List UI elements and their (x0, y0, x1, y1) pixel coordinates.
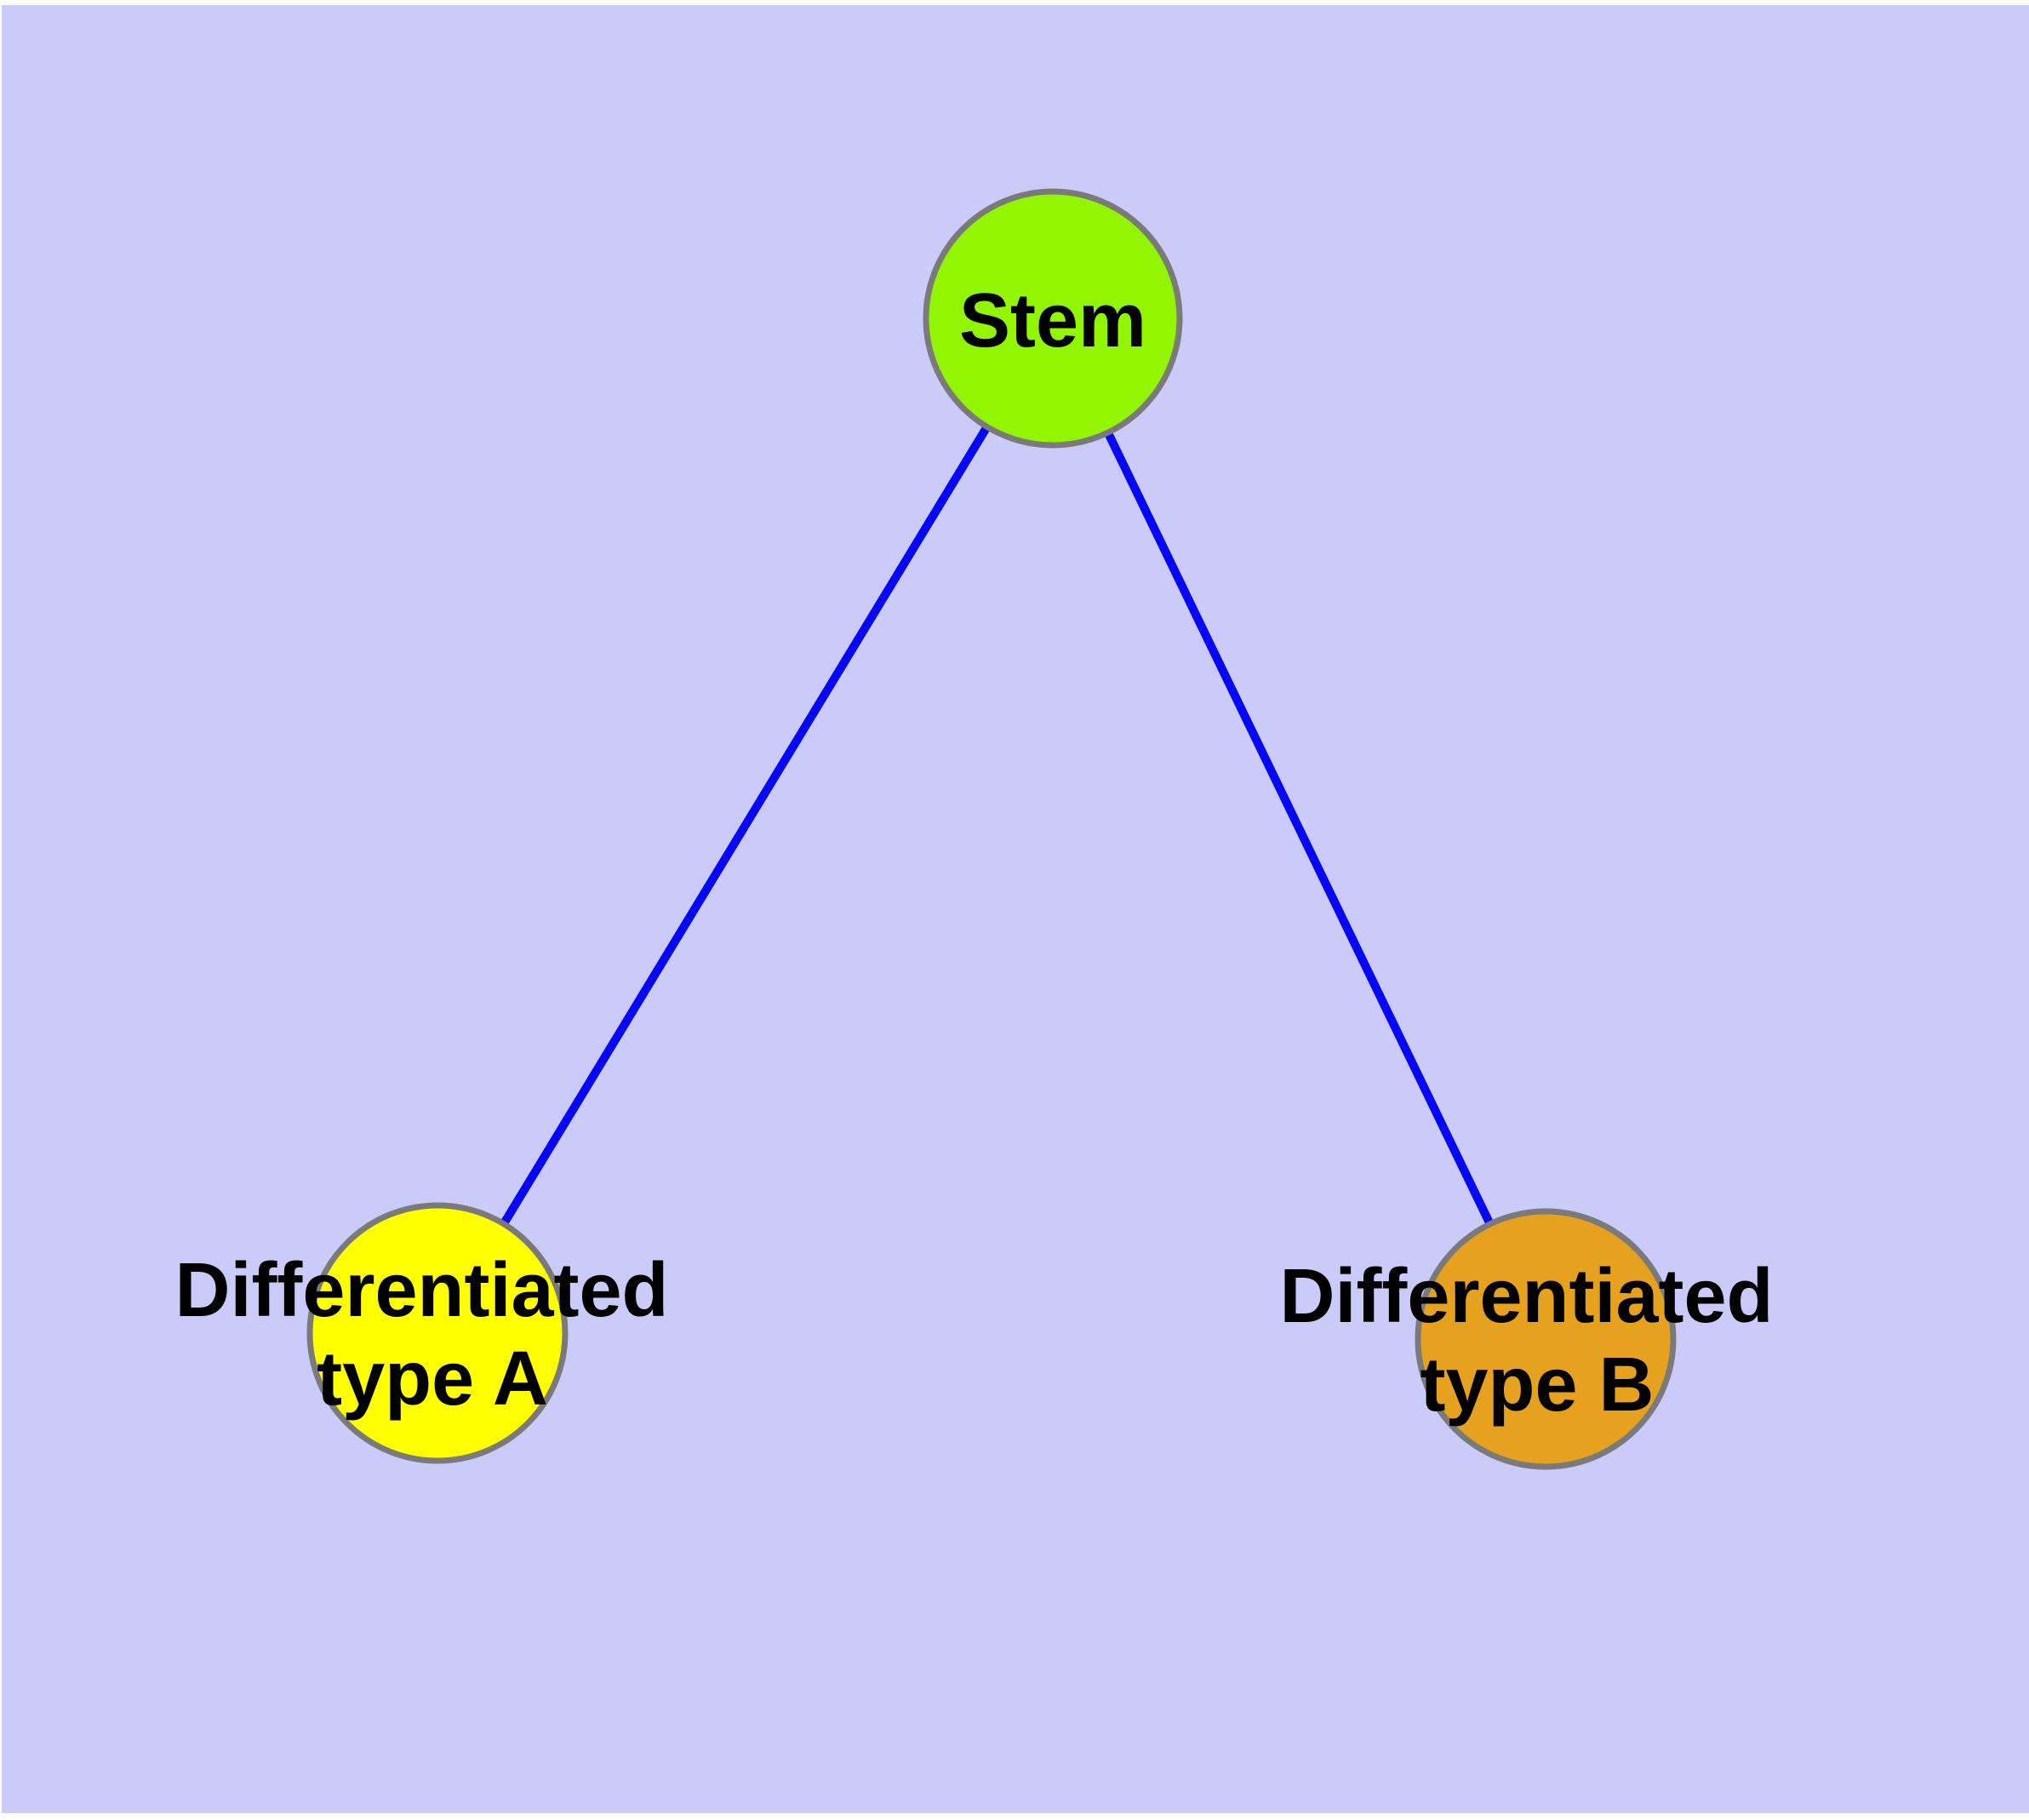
node-stem-label: Stem (959, 278, 1146, 363)
edges-layer (433, 316, 1550, 1342)
node-stem-label-line1: Stem (959, 278, 1146, 363)
node-type-a-circle (306, 1202, 569, 1464)
node-type-a-label-line1: Differentiated (174, 1248, 668, 1333)
node-type-b-label-line1: Differentiated (1279, 1254, 1773, 1339)
nodes-layer (306, 188, 1677, 1470)
edge-stem-to-type-a (433, 316, 1057, 1336)
edge-stem-to-type-b (1049, 316, 1550, 1342)
node-type-b-label-line2: type B (1420, 1342, 1654, 1428)
node-type-b-label: Differentiated type B (1279, 1254, 1794, 1428)
node-type-b-circle (1415, 1208, 1677, 1470)
labels-layer: Stem Differentiated type A Differentiate… (174, 278, 1794, 1428)
node-type-a-label-line2: type A (317, 1336, 548, 1422)
node-type-a-label: Differentiated type A (174, 1248, 689, 1422)
node-stem-circle (923, 188, 1183, 449)
